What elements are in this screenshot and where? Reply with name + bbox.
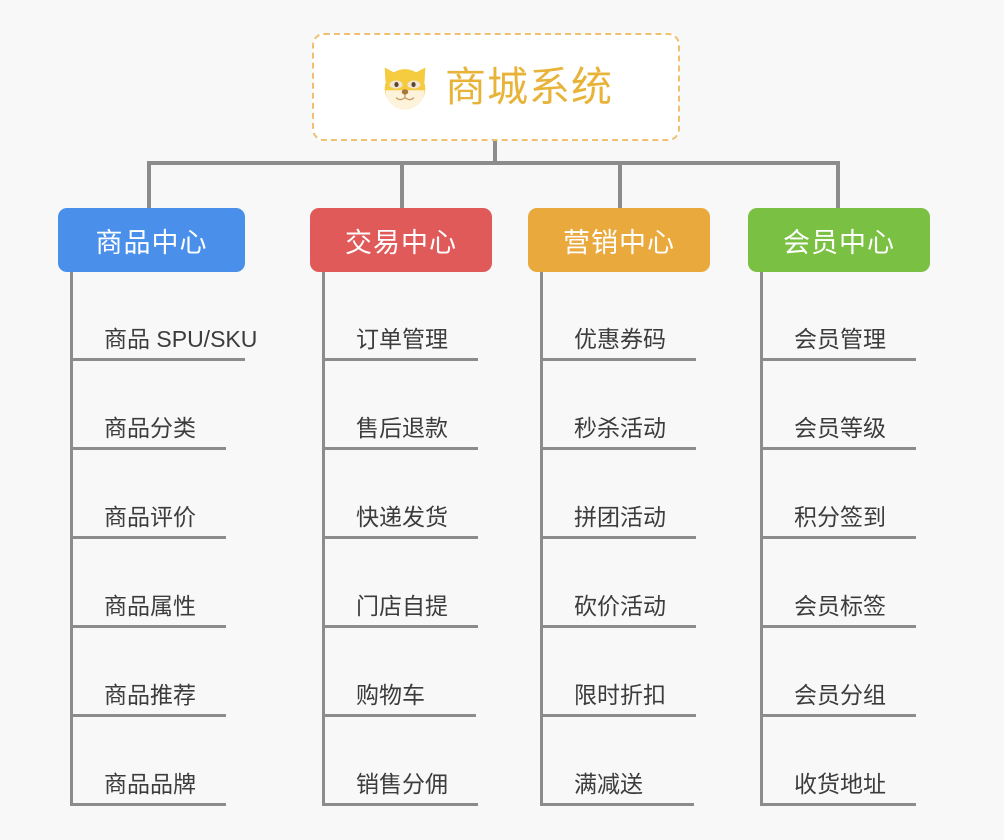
branch-body-trade-center: 订单管理 售后退款 快递发货 门店自提 购物车 销售分佣 xyxy=(310,272,492,806)
branch-header-member-center[interactable]: 会员中心 xyxy=(748,208,930,272)
connector-drop-member-center xyxy=(836,161,840,211)
connector-drop-marketing-center xyxy=(618,161,622,211)
shiba-dog-face-icon xyxy=(384,67,426,110)
branch-trunk xyxy=(760,272,763,806)
leaf-item[interactable]: 商品分类 xyxy=(58,361,245,450)
branch-header-trade-center[interactable]: 交易中心 xyxy=(310,208,492,272)
branch-marketing-center: 营销中心 优惠券码 秒杀活动 拼团活动 砍价活动 限时折扣 满减送 xyxy=(528,208,710,806)
leaf-label: 会员分组 xyxy=(794,681,886,708)
branch-trade-center: 交易中心 订单管理 售后退款 快递发货 门店自提 购物车 销售分佣 xyxy=(310,208,492,806)
branch-body-product-center: 商品 SPU/SKU 商品分类 商品评价 商品属性 商品推荐 商品品牌 xyxy=(58,272,257,806)
leaf-label: 商品 SPU/SKU xyxy=(104,325,258,352)
leaf-label: 砍价活动 xyxy=(574,592,666,619)
branch-product-center: 商品中心 商品 SPU/SKU 商品分类 商品评价 商品属性 商品推荐 商品品牌 xyxy=(58,208,257,806)
leaf-item[interactable]: 商品 SPU/SKU xyxy=(58,272,257,361)
leaf-label: 商品品牌 xyxy=(104,770,196,797)
leaf-item[interactable]: 门店自提 xyxy=(310,539,492,628)
branch-header-marketing-center[interactable]: 营销中心 xyxy=(528,208,710,272)
leaf-label: 商品推荐 xyxy=(104,681,196,708)
leaf-item[interactable]: 售后退款 xyxy=(310,361,492,450)
leaf-item[interactable]: 秒杀活动 xyxy=(528,361,710,450)
branch-body-member-center: 会员管理 会员等级 积分签到 会员标签 会员分组 收货地址 xyxy=(748,272,930,806)
branch-header-label: 商品中心 xyxy=(95,227,208,258)
leaf-label: 售后退款 xyxy=(356,414,448,441)
leaf-label: 限时折扣 xyxy=(574,681,666,708)
leaf-label: 秒杀活动 xyxy=(574,414,666,441)
leaf-label: 销售分佣 xyxy=(356,770,448,797)
leaf-label: 订单管理 xyxy=(356,325,448,352)
leaf-item[interactable]: 会员管理 xyxy=(748,272,930,361)
root-node[interactable]: 商城系统 xyxy=(312,33,680,141)
branch-member-center: 会员中心 会员管理 会员等级 积分签到 会员标签 会员分组 收货地址 xyxy=(748,208,930,806)
leaf-label: 优惠券码 xyxy=(574,325,666,352)
leaf-item[interactable]: 订单管理 xyxy=(310,272,492,361)
leaf-label: 快递发货 xyxy=(356,503,448,530)
leaf-item[interactable]: 限时折扣 xyxy=(528,628,710,717)
leaf-item[interactable]: 商品评价 xyxy=(58,450,245,539)
leaf-item[interactable]: 商品属性 xyxy=(58,539,245,628)
leaf-item[interactable]: 拼团活动 xyxy=(528,450,710,539)
leaf-item[interactable]: 满减送 xyxy=(528,717,710,806)
leaf-item[interactable]: 优惠券码 xyxy=(528,272,710,361)
leaf-label: 会员管理 xyxy=(794,325,886,352)
branch-trunk xyxy=(70,272,73,806)
leaf-item[interactable]: 积分签到 xyxy=(748,450,930,539)
branch-trunk xyxy=(322,272,325,806)
connector-horizontal-bar xyxy=(149,161,840,165)
branch-body-marketing-center: 优惠券码 秒杀活动 拼团活动 砍价活动 限时折扣 满减送 xyxy=(528,272,710,806)
root-title: 商城系统 xyxy=(445,63,613,110)
leaf-item[interactable]: 会员标签 xyxy=(748,539,930,628)
leaf-label: 收货地址 xyxy=(794,770,886,797)
leaf-item[interactable]: 砍价活动 xyxy=(528,539,710,628)
leaf-label: 商品属性 xyxy=(104,592,196,619)
leaf-label: 商品评价 xyxy=(104,503,196,530)
leaf-label: 满减送 xyxy=(574,770,643,797)
leaf-label: 拼团活动 xyxy=(574,503,666,530)
leaf-item[interactable]: 商品推荐 xyxy=(58,628,245,717)
branch-header-label: 交易中心 xyxy=(345,227,457,258)
leaf-item[interactable]: 商品品牌 xyxy=(58,717,245,806)
leaf-item[interactable]: 快递发货 xyxy=(310,450,492,539)
leaf-label: 会员等级 xyxy=(794,414,886,441)
leaf-item[interactable]: 会员分组 xyxy=(748,628,930,717)
leaf-item[interactable]: 销售分佣 xyxy=(310,717,492,806)
leaf-label: 购物车 xyxy=(356,681,425,708)
leaf-label: 积分签到 xyxy=(794,503,886,530)
branch-header-label: 会员中心 xyxy=(783,227,895,258)
leaf-item[interactable]: 收货地址 xyxy=(748,717,930,806)
connector-drop-trade-center xyxy=(400,161,404,211)
leaf-item[interactable]: 会员等级 xyxy=(748,361,930,450)
branch-trunk xyxy=(540,272,543,806)
branch-header-product-center[interactable]: 商品中心 xyxy=(58,208,245,272)
leaf-label: 商品分类 xyxy=(104,414,196,441)
connector-root-stem xyxy=(493,141,497,165)
leaf-item[interactable]: 购物车 xyxy=(310,628,492,717)
connector-drop-product-center xyxy=(147,161,151,211)
leaf-label: 会员标签 xyxy=(794,592,886,619)
leaf-label: 门店自提 xyxy=(356,592,448,619)
branch-header-label: 营销中心 xyxy=(563,227,675,258)
